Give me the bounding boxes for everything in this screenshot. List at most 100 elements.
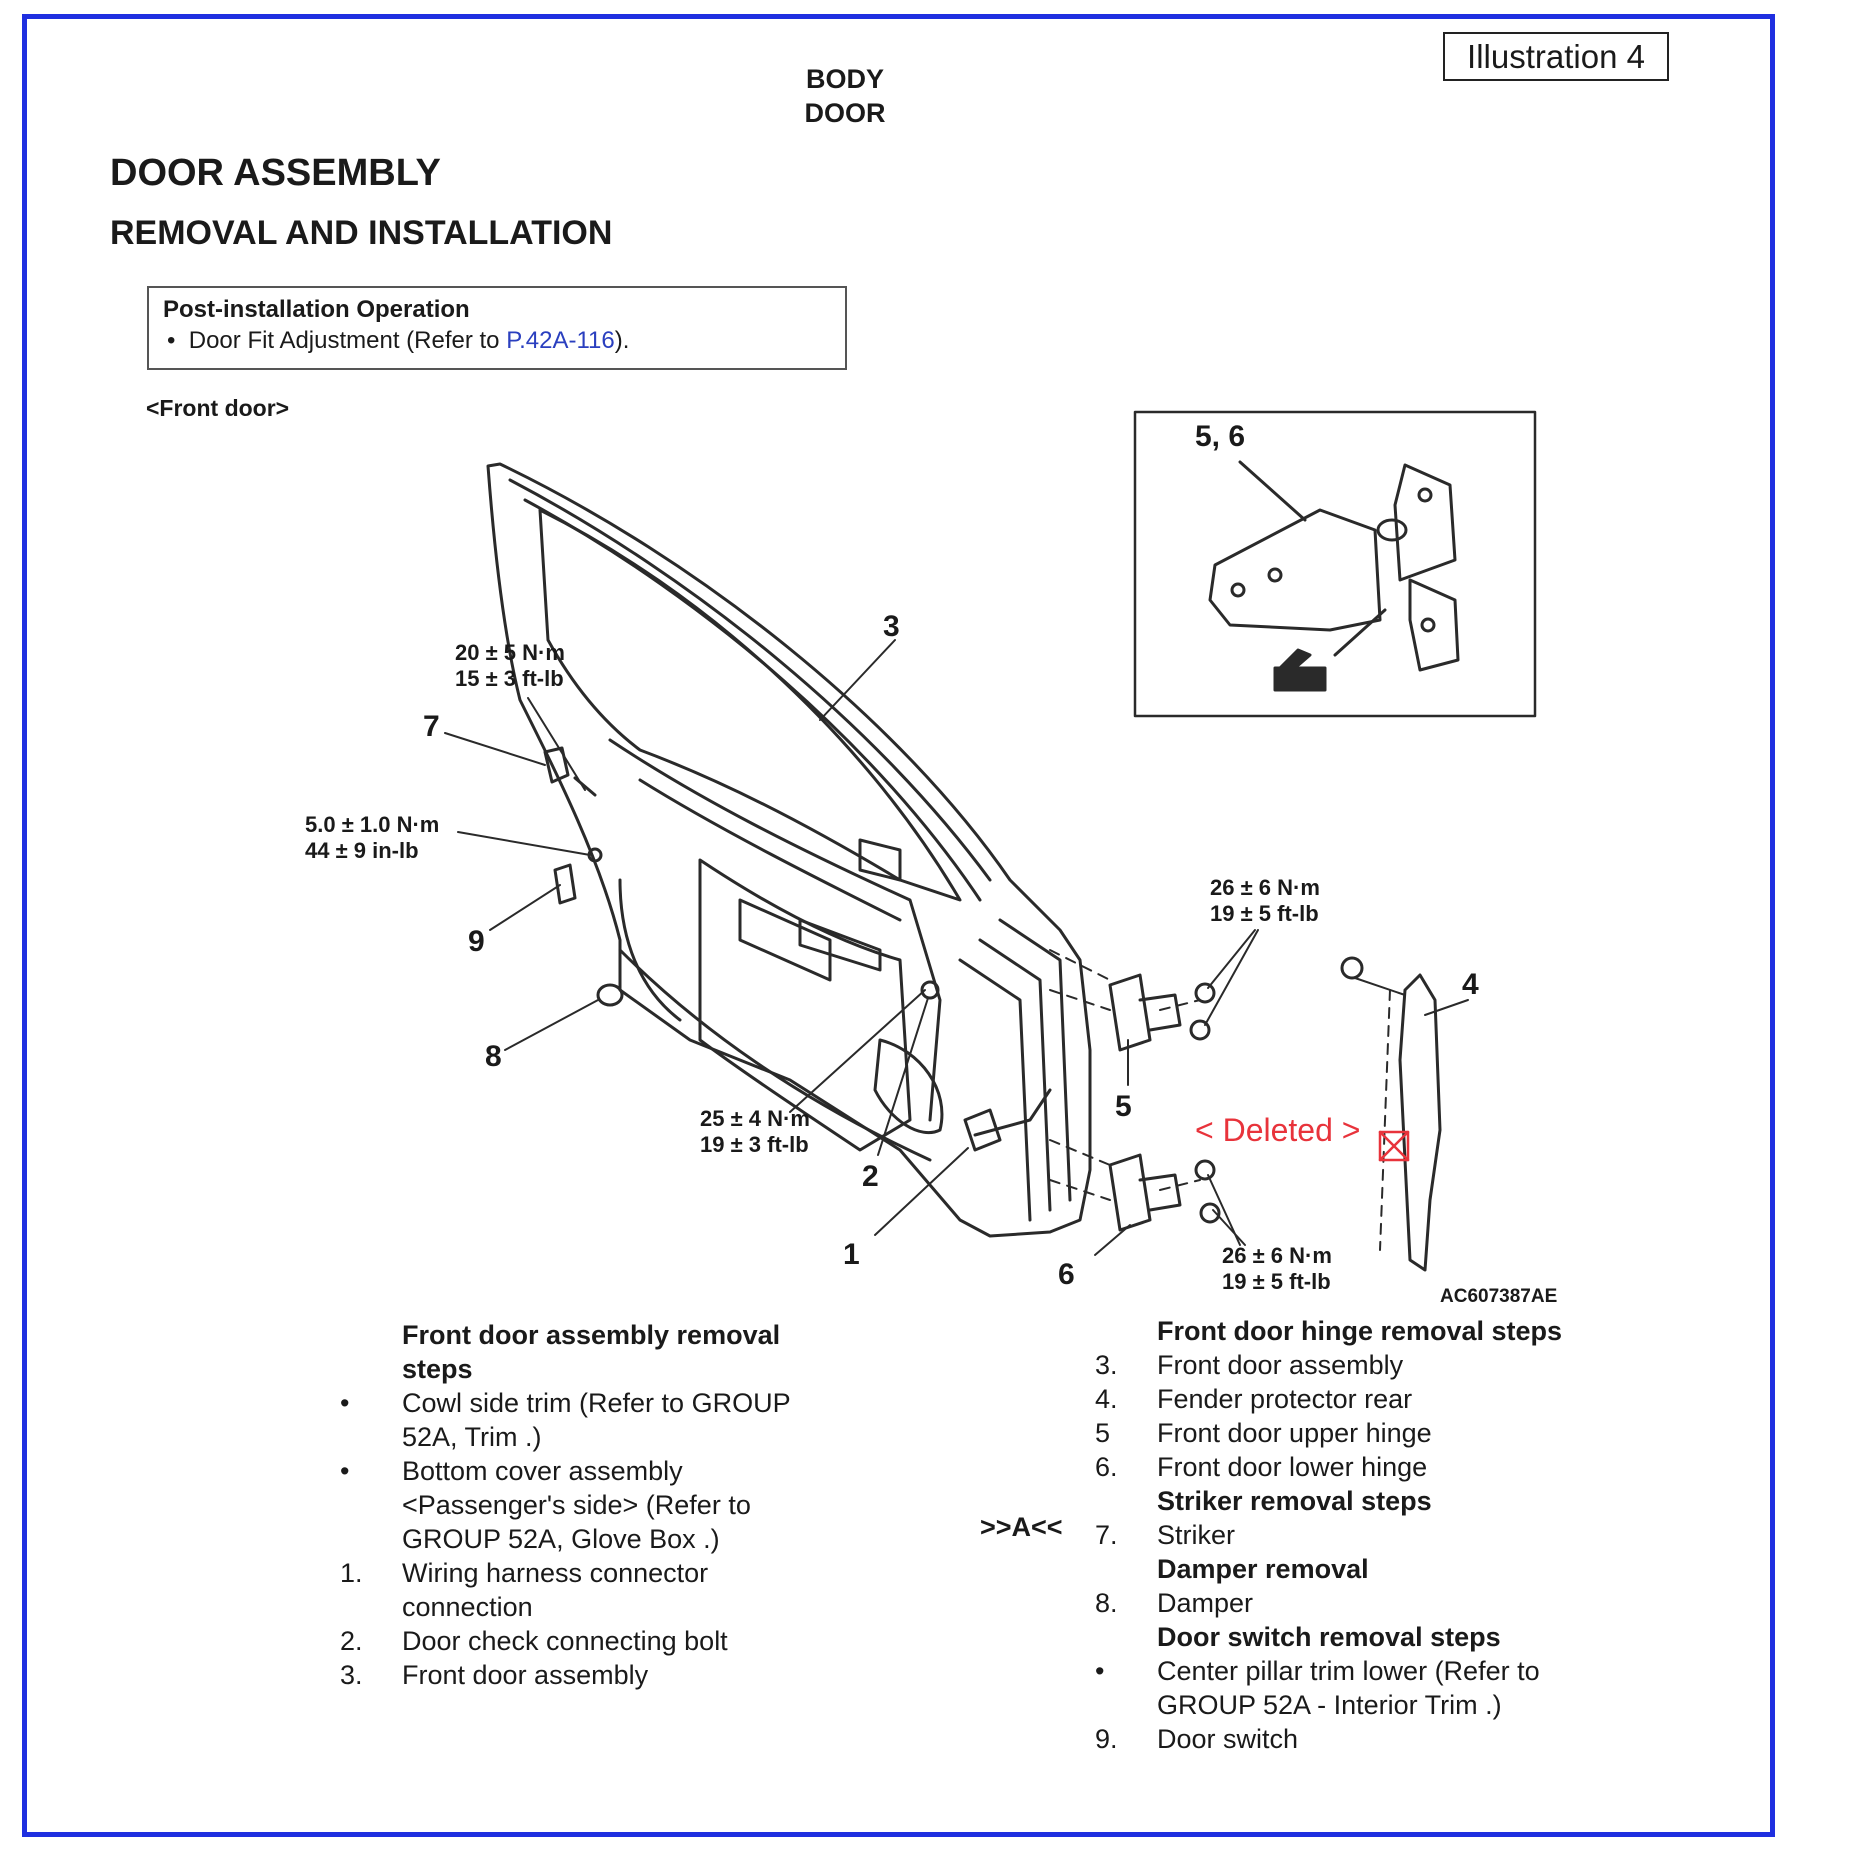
harness-wire xyxy=(973,1088,1052,1137)
torque-upper-hinge: 26 ± 6 N·m 19 ± 5 ft-lb xyxy=(1210,875,1320,926)
list-item: •Bottom cover assembly <Passenger's side… xyxy=(340,1456,751,1554)
callout-5: 5 xyxy=(1115,1090,1132,1123)
header-body: BODY xyxy=(805,64,884,94)
callout-3: 3 xyxy=(883,610,900,643)
leader-torque-2 xyxy=(789,989,926,1113)
weatherstrip xyxy=(618,878,682,1022)
list-item: 3.Front door assembly xyxy=(1095,1350,1404,1380)
leader-torque-upper-a xyxy=(1207,929,1256,989)
fender-protector xyxy=(1398,973,1442,1272)
leader-1 xyxy=(874,1147,969,1236)
leader-8 xyxy=(504,999,599,1051)
callout-6: 6 xyxy=(1058,1258,1075,1291)
mount-line-3 xyxy=(1049,1139,1111,1166)
leader-6 xyxy=(1094,1224,1131,1256)
mount-line-2 xyxy=(1049,989,1111,1011)
leader-2 xyxy=(877,997,929,1156)
door-outline xyxy=(486,462,1092,1238)
upper-hinge xyxy=(1108,973,1152,1052)
item-end: ). xyxy=(614,327,630,354)
inset-grease-leader xyxy=(1333,608,1387,657)
list-item: 9.Door switch xyxy=(1095,1724,1299,1754)
deleted-marker xyxy=(1378,1130,1410,1162)
hinge-inset-box xyxy=(1133,410,1537,718)
inset-leader xyxy=(1238,460,1307,522)
bolt-lower-1 xyxy=(1194,1159,1216,1181)
torque-check-bolt: 25 ± 4 N·m 19 ± 3 ft-lb xyxy=(700,1106,810,1157)
inset-hole-4 xyxy=(1420,617,1436,633)
callout-4: 4 xyxy=(1462,968,1479,1001)
reference-link[interactable]: P.42A-116 xyxy=(506,327,615,354)
bolt-upper-1 xyxy=(1194,982,1216,1004)
right-steps-list: Front door hinge removal steps 3.Front d… xyxy=(1095,1314,1615,1756)
leader-torque-lower-b xyxy=(1212,1209,1246,1246)
door-pocket xyxy=(873,1038,944,1135)
callout-8: 8 xyxy=(485,1040,502,1073)
switch-panel xyxy=(798,918,882,972)
left-steps-list: Front door assembly removal steps •Cowl … xyxy=(340,1318,820,1692)
torque-lower-hinge: 26 ± 6 N·m 19 ± 5 ft-lb xyxy=(1222,1243,1332,1294)
list-item: Damper removal xyxy=(1157,1554,1369,1584)
callout-9: 9 xyxy=(468,925,485,958)
leader-4b xyxy=(1354,977,1406,996)
torque-striker: 20 ± 5 N·m 15 ± 3 ft-lb xyxy=(455,640,565,691)
door-trim-line-2 xyxy=(638,778,902,922)
bullet: • xyxy=(167,327,176,354)
note-marker-a: >>A<< xyxy=(980,1512,1063,1542)
page-subtitle: REMOVAL AND INSTALLATION xyxy=(110,214,613,252)
harness-connector xyxy=(963,1108,1002,1152)
bolt-lower-2 xyxy=(1199,1202,1221,1224)
deleted-note: < Deleted > xyxy=(1195,1112,1361,1148)
inset-hinge-body xyxy=(1208,508,1382,632)
window-frame-inner xyxy=(508,478,992,882)
upper-hinge-leaf xyxy=(1138,993,1182,1032)
door-handle xyxy=(858,838,902,882)
inset-hinge-plate xyxy=(1393,463,1457,582)
list-item: 2.Door check connecting bolt xyxy=(340,1626,728,1656)
lower-hinge xyxy=(1108,1153,1152,1232)
grease-gun-icon xyxy=(1273,648,1327,692)
inset-hole-3 xyxy=(1417,487,1433,503)
list-item: 4.Fender protector rear xyxy=(1095,1384,1413,1414)
list-item: Front door assembly removal steps xyxy=(402,1320,781,1384)
callout-2: 2 xyxy=(862,1160,879,1193)
list-item: 7.Striker xyxy=(1095,1520,1236,1550)
window-frame-inner-2 xyxy=(523,498,982,902)
door-trim-line xyxy=(608,738,942,1122)
list-item: Door switch removal steps xyxy=(1157,1622,1501,1652)
door-panel-curve xyxy=(618,948,932,1162)
clip-4 xyxy=(1340,956,1364,980)
leader-torque-7 xyxy=(527,697,586,791)
list-item: •Center pillar trim lower (Refer to GROU… xyxy=(1095,1656,1540,1720)
inset-hinge-pin xyxy=(1376,518,1408,542)
inset-hinge-lower-plate xyxy=(1408,578,1460,672)
door-edge-2 xyxy=(978,938,1052,1212)
callout-inset-5-6: 5, 6 xyxy=(1195,420,1246,453)
page-border xyxy=(22,14,1775,1837)
list-item: 3.Front door assembly xyxy=(340,1660,649,1690)
striker xyxy=(543,746,570,784)
header-door: DOOR xyxy=(804,98,886,128)
door-edge xyxy=(998,918,1072,1202)
check-bolt xyxy=(920,980,940,1000)
list-item: 8.Damper xyxy=(1095,1588,1254,1618)
lower-hinge-leaf xyxy=(1138,1173,1182,1212)
door-switch xyxy=(553,863,577,905)
bolt-upper-2 xyxy=(1189,1019,1211,1041)
post-installation-item: • Door Fit Adjustment (Refer to P.42A-11… xyxy=(163,327,831,355)
torque-door-switch: 5.0 ± 1.0 N·m 44 ± 9 in-lb xyxy=(305,812,440,863)
illustration-label: Illustration 4 xyxy=(1443,32,1669,81)
mount-line-4 xyxy=(1049,1179,1111,1201)
item-text: Door Fit Adjustment (Refer to xyxy=(188,327,507,354)
mount-line-7 xyxy=(1379,989,1391,1251)
inset-hole-2 xyxy=(1267,567,1283,583)
mount-line-5 xyxy=(1159,999,1201,1011)
leader-torque-9 xyxy=(457,831,591,856)
leader-9 xyxy=(489,884,561,931)
inset-hole-1 xyxy=(1230,582,1246,598)
post-installation-title: Post-installation Operation xyxy=(163,296,470,323)
list-item: 6.Front door lower hinge xyxy=(1095,1452,1428,1482)
list-item: 1.Wiring harness connector connection xyxy=(340,1558,709,1622)
door-edge-3 xyxy=(958,958,1032,1222)
